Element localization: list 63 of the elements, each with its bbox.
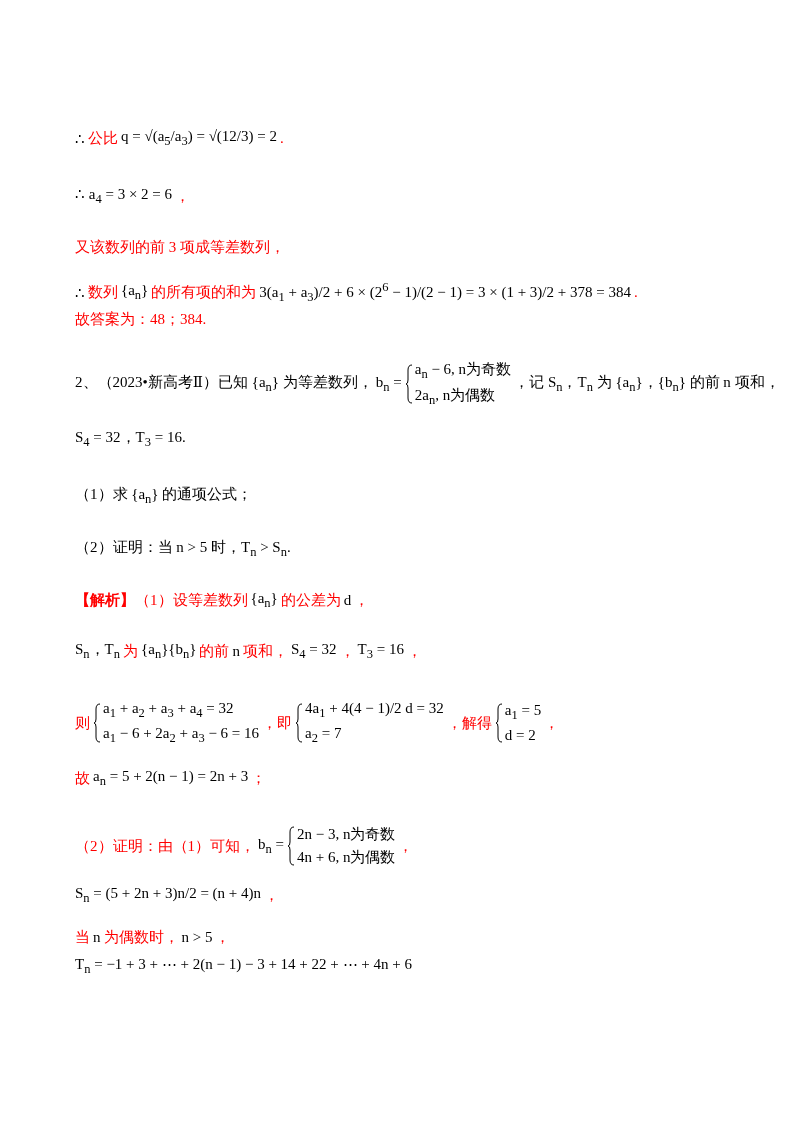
- math-expression: {a$_{n}$}: [121, 282, 149, 303]
- math-expression: {a$_{n}$}: [250, 590, 278, 611]
- problem-text: ，记 S$_{n}$，T$_{n}$ 为 {a$_{n}$}，{b$_{n}$} 的前 n 项和，: [514, 373, 780, 395]
- solution-text: ，: [215, 928, 231, 947]
- math-expression: S$_{n}$，T$_{n}$: [75, 640, 120, 662]
- solution-text: 项和，: [243, 641, 288, 661]
- math-expression: 3(a$_{1}$ + a$_{3}$)/2 + 6 × (2$^{6}$ − 1)/(2 − 1) = 3 × (1 + 3)/2 + 378 = 384: [259, 280, 631, 305]
- solution-text: 当: [75, 928, 90, 947]
- solution-text: .: [633, 284, 638, 301]
- solution-text: .: [280, 130, 284, 147]
- math-expression: T$_{3}$ = 16: [357, 640, 404, 662]
- solution-text: ，: [175, 186, 191, 206]
- math-expression: q = √(a$_{5}$/a$_{3}$) = √(12/3) = 2: [121, 128, 277, 149]
- math-expression: ∴ a$_{4}$ = 3 × 2 = 6: [75, 185, 173, 207]
- solution-text: 则: [75, 713, 90, 733]
- math-expression: S$_{n}$ = (5 + 2n + 3)n/2 = (n + 4)n: [75, 885, 262, 906]
- solution-text: （2）证明：由（1）可知，: [75, 836, 255, 856]
- solution-text: ，即: [262, 713, 293, 733]
- problem-text: 2a$_{n}$, n为偶数: [414, 386, 497, 408]
- math-expression: {a$_{n}$}{b$_{n}$}: [141, 640, 197, 662]
- problem-text: （1）求 {a$_{n}$} 的通项公式；: [75, 485, 253, 507]
- problem-text: S$_{4}$ = 32，T$_{3}$ = 16.: [75, 428, 186, 450]
- solution-text: 的所有项的和为: [151, 283, 257, 302]
- math-expression: b$_{n}$ =: [258, 835, 284, 857]
- math-expression: d: [343, 592, 352, 609]
- math-expression: a$_{1}$ = 5: [504, 702, 542, 723]
- problem-text: a$_{n}$ − 6, n为奇数: [414, 360, 512, 382]
- solution-text: ；: [251, 769, 267, 788]
- solution-text: ，: [398, 836, 414, 856]
- solution-text: 为偶数时，: [103, 928, 179, 947]
- solution-text: ，: [264, 886, 280, 905]
- math-expression: 4a$_{1}$ + 4(4 − 1)/2 d = 32: [305, 700, 444, 721]
- math-expression: 2n − 3, n为奇数: [296, 825, 396, 844]
- math-expression: n: [232, 642, 240, 660]
- solution-text: ，: [544, 713, 560, 733]
- math-expression: n > 5: [181, 929, 213, 946]
- problem-text: （2）证明：当 n > 5 时，T$_{n}$ > S$_{n}$.: [75, 538, 291, 560]
- math-expression: a$_{n}$ = 5 + 2(n − 1) = 2n + 3: [93, 768, 249, 789]
- math-expression: a$_{1}$ + a$_{2}$ + a$_{3}$ + a$_{4}$ = 32: [103, 700, 235, 721]
- solution-text: 的公差为: [280, 591, 341, 610]
- problem-text: b$_{n}$ =: [375, 373, 402, 395]
- solution-text: 故答案为：48；384.: [75, 310, 207, 329]
- solution-text: ，: [406, 641, 422, 661]
- solution-text: 故: [75, 769, 90, 788]
- math-expression: d = 2: [504, 727, 537, 744]
- solution-text: 的前: [199, 641, 230, 661]
- solution-text: 为: [123, 641, 138, 661]
- math-expression: n: [93, 929, 101, 946]
- solution-text: ，: [354, 591, 370, 610]
- math-expression: ∴: [75, 283, 85, 302]
- math-expression: T$_{n}$ = −1 + 3 + ⋯ + 2(n − 1) − 3 + 14 + 22 + ⋯ + 4n + 6: [75, 955, 412, 977]
- math-expression: 4n + 6, n为偶数: [296, 848, 396, 867]
- math-expression: S$_{4}$ = 32: [291, 640, 337, 662]
- math-expression: a$_{2}$ = 7: [305, 725, 343, 746]
- solution-text: 数列: [88, 283, 118, 302]
- problem-text: 2、（2023•新高考Ⅱ）已知 {a$_{n}$} 为等差数列，: [75, 373, 373, 395]
- solution-text: ，: [339, 641, 355, 661]
- solution-text: 又该数列的前 3 项成等差数列，: [75, 238, 285, 257]
- math-expression: a$_{1}$ − 6 + 2a$_{2}$ + a$_{3}$ − 6 = 16: [103, 725, 260, 746]
- solution-text: 公比: [88, 129, 118, 148]
- solution-text: ，解得: [446, 713, 492, 733]
- solution-text: 【解析】（1）设等差数列: [75, 591, 248, 610]
- math-expression: ∴: [75, 129, 85, 148]
